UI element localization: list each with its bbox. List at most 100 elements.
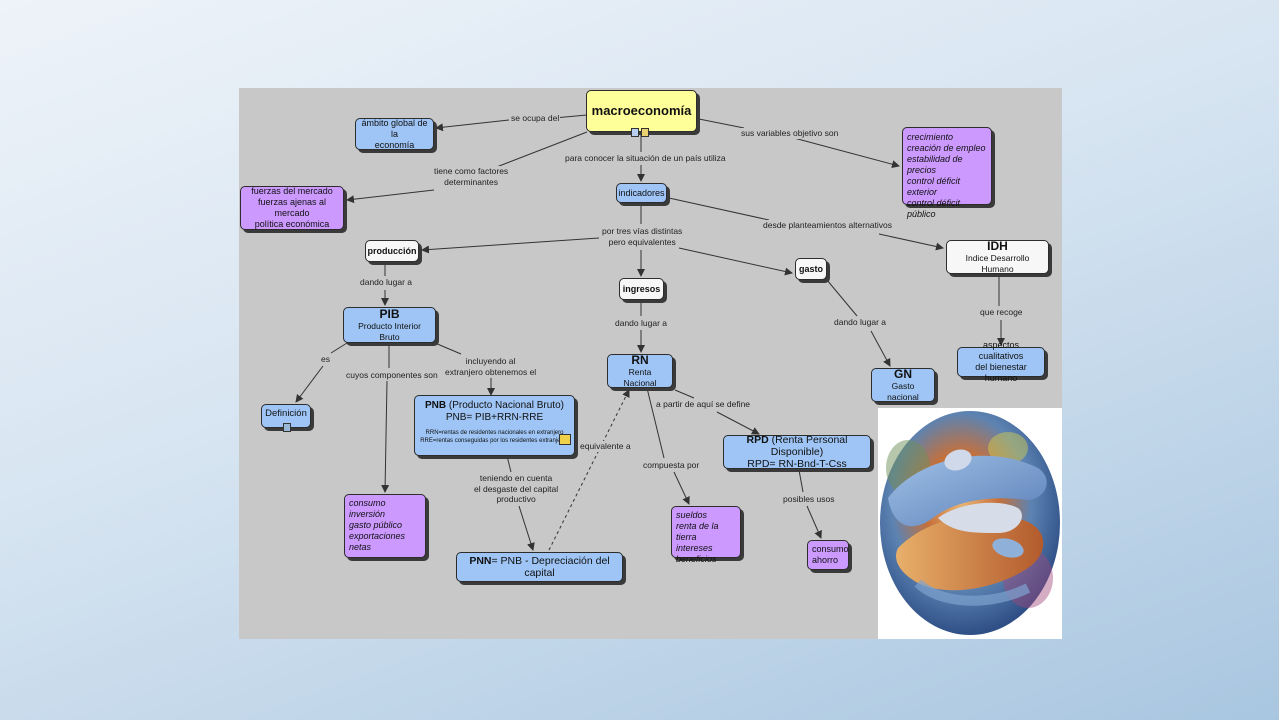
link-label-tres-vias: por tres vías distintas pero equivalente… xyxy=(601,226,684,247)
link-label-compuesta: compuesta por xyxy=(642,460,701,471)
link-label-dando-gasto: dando lugar a xyxy=(833,317,887,328)
link-label-dando-produccion: dando lugar a xyxy=(359,277,413,288)
pnb-heading: PNB (Producto Nacional Bruto) xyxy=(425,400,564,412)
node-title: GN xyxy=(894,367,912,381)
concept-links xyxy=(295,114,1005,551)
node-title: PIB xyxy=(379,307,400,321)
node-text: beneficios xyxy=(676,554,717,564)
node-text: aspectos cualitativos xyxy=(978,340,1024,361)
pnn-formula: = PNB - Depreciación del capital xyxy=(491,555,610,579)
link-label-que-recoge: que recoge xyxy=(979,307,1024,318)
node-text: renta de la tierra xyxy=(676,521,719,542)
link-label-incluyendo: incluyendo al extranjero obtenemos el xyxy=(444,356,538,377)
pnb-note: RRN=rentas de residentes nacionales en e… xyxy=(425,430,564,436)
link-label-se-ocupa: se ocupa del xyxy=(510,113,561,124)
node-sueldos[interactable]: sueldos renta de la tierra intereses ben… xyxy=(671,506,741,564)
node-text: exportaciones netas xyxy=(349,531,406,552)
node-macroeconomia[interactable]: macroeconomía xyxy=(586,90,697,132)
rpd-heading: RPD (Renta Personal Disponible) xyxy=(728,434,866,458)
node-variables-objetivo[interactable]: crecimiento creación de empleo estabilid… xyxy=(902,127,992,219)
pnb-formula: PNB= PIB+RRN-RRE xyxy=(445,412,544,423)
pnb-note: RRE=rentas conseguidas por los residente… xyxy=(420,438,569,444)
node-produccion[interactable]: producción xyxy=(365,240,419,262)
rpd-name: (Renta Personal Disponible) xyxy=(768,434,848,458)
node-text: crecimiento xyxy=(907,132,954,142)
node-title: macroeconomía xyxy=(591,103,692,118)
node-fuerzas[interactable]: fuerzas del mercado fuerzas ajenas al me… xyxy=(240,186,344,230)
link-label-cuyos: cuyos componentes son xyxy=(345,370,439,381)
node-consumo-ahorro[interactable]: consumo ahorro xyxy=(807,540,849,570)
node-ingresos[interactable]: ingresos xyxy=(619,278,664,300)
image-resource-icon[interactable] xyxy=(283,423,291,432)
node-text: sueldos xyxy=(676,510,708,520)
node-rpd[interactable]: RPD (Renta Personal Disponible) RPD= RN-… xyxy=(723,434,871,470)
node-text: estabilidad de precios xyxy=(907,154,963,175)
node-text: economía xyxy=(374,139,415,150)
node-text: fuerzas del mercado xyxy=(251,186,333,196)
concept-map-canvas: macroeconomía ámbito global de la econom… xyxy=(239,88,1062,639)
node-text: control déficit exterior xyxy=(907,176,961,197)
node-title: IDH xyxy=(987,239,1008,253)
pnn-acronym: PNN xyxy=(469,555,492,567)
link-label-tiene-como: tiene como factores determinantes xyxy=(433,166,510,187)
node-text: inversión xyxy=(349,509,386,519)
node-pib[interactable]: PIB Producto Interior Bruto xyxy=(343,307,436,343)
image-resource-icon[interactable] xyxy=(641,128,649,137)
node-pnn[interactable]: PNN= PNB - Depreciación del capital xyxy=(456,552,623,582)
label-line: productivo xyxy=(496,494,536,504)
rpd-acronym: RPD xyxy=(746,434,769,446)
node-text: Definición xyxy=(265,408,307,419)
hands-globe-photo xyxy=(878,408,1062,639)
link-label-posibles: posibles usos xyxy=(782,494,836,505)
label-line: por tres vías distintas xyxy=(602,226,683,236)
pnb-name: (Producto Nacional Bruto) xyxy=(446,400,564,411)
node-text: gasto xyxy=(799,263,824,274)
label-line: incluyendo al xyxy=(465,356,516,366)
concept-map-resource-icon[interactable] xyxy=(631,128,639,137)
link-label-teniendo: teniendo en cuenta el desgaste del capit… xyxy=(473,473,560,505)
node-text: ámbito global de la xyxy=(361,117,428,139)
node-text: fuerzas ajenas al mercado xyxy=(257,197,327,218)
node-text: del bienestar humano xyxy=(975,362,1027,383)
node-gn[interactable]: GN Gasto nacional xyxy=(871,367,935,402)
pnn-heading: PNN= PNB - Depreciación del capital xyxy=(461,555,618,579)
node-pnb[interactable]: PNB (Producto Nacional Bruto) PNB= PIB+R… xyxy=(414,395,575,456)
link-label-desde: desde planteamientos alternativos xyxy=(762,220,893,231)
link-label-dando-ingresos: dando lugar a xyxy=(614,318,668,329)
node-gasto[interactable]: gasto xyxy=(795,258,827,280)
node-title: RN xyxy=(631,353,649,367)
node-aspectos-cualitativos[interactable]: aspectos cualitativos del bienestar huma… xyxy=(957,340,1045,383)
node-subtitle: Indice Desarrollo Humano xyxy=(965,253,1030,274)
node-text: creación de empleo xyxy=(907,143,986,153)
node-text: intereses xyxy=(676,543,713,553)
node-idh[interactable]: IDH Indice Desarrollo Humano xyxy=(946,239,1049,274)
link-label-a-partir: a partir de aquí se define xyxy=(655,399,752,410)
node-indicadores[interactable]: indicadores xyxy=(616,183,667,203)
rpd-formula: RPD= RN-Bnd-T-Css xyxy=(747,458,847,470)
node-text: gasto público xyxy=(349,520,403,530)
node-text: control déficit público xyxy=(907,198,961,219)
node-text: política económica xyxy=(254,219,330,229)
folder-resource-icon[interactable] xyxy=(559,434,571,445)
label-line: tiene como factores xyxy=(434,166,509,176)
node-subtitle: Producto Interior Bruto xyxy=(358,321,421,342)
node-subtitle: Renta Nacional xyxy=(623,367,657,388)
node-ambito-global[interactable]: ámbito global de la economía xyxy=(355,118,434,150)
node-text: ingresos xyxy=(622,283,661,294)
node-rn[interactable]: RN Renta Nacional xyxy=(607,353,673,388)
node-text: consumo xyxy=(349,498,386,508)
label-line: teniendo en cuenta xyxy=(479,473,553,483)
link-label-equivalente: equivalente a xyxy=(579,441,632,452)
node-subtitle: Gasto nacional xyxy=(887,381,919,402)
node-text: indicadores xyxy=(618,187,665,198)
link-label-variables: sus variables objetivo son xyxy=(740,128,840,139)
pnb-acronym: PNB xyxy=(425,400,447,411)
label-line: determinantes xyxy=(444,176,499,187)
node-text: producción xyxy=(367,245,417,256)
label-line: el desgaste del capital xyxy=(474,483,559,494)
label-line: pero equivalentes xyxy=(608,236,676,247)
hands-globe-illustration xyxy=(880,411,1060,635)
link-label-para-conocer: para conocer la situación de un país uti… xyxy=(564,153,727,164)
node-componentes-consumo[interactable]: consumo inversión gasto público exportac… xyxy=(344,494,426,558)
link-label-es: es xyxy=(320,354,331,365)
